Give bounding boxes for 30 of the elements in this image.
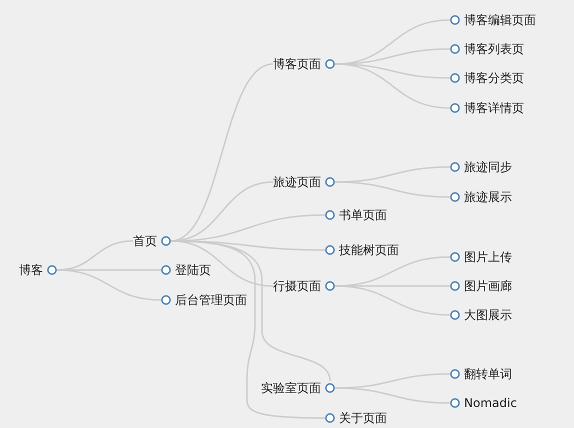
node-label: 技能树页面 — [339, 243, 399, 257]
connector-line — [334, 285, 450, 316]
connector-line — [334, 256, 450, 287]
node-label: 博客分类页 — [464, 71, 524, 85]
node-label: 博客 — [19, 263, 43, 277]
connector-line — [334, 387, 450, 404]
node-label: 旅迹同步 — [464, 160, 512, 174]
node-label: 旅迹展示 — [464, 190, 512, 204]
node-label: 行摄页面 — [273, 279, 321, 293]
connector-line — [334, 181, 450, 198]
node-label: 图片上传 — [464, 250, 512, 264]
connector-line — [334, 166, 450, 183]
node-label: 旅迹页面 — [273, 175, 321, 189]
connector-line — [56, 240, 134, 271]
node-label: 登陆页 — [175, 263, 211, 277]
node-label: Nomadic — [464, 396, 517, 410]
node-label: 博客详情页 — [464, 101, 524, 115]
node-label: 图片画廊 — [464, 279, 512, 293]
node-label: 博客编辑页面 — [464, 13, 536, 27]
node-label: 首页 — [133, 234, 157, 248]
node-label: 关于页面 — [339, 411, 387, 425]
node-label: 书单页面 — [339, 208, 387, 222]
node-label: 后台管理页面 — [175, 293, 247, 307]
node-label: 博客页面 — [273, 57, 321, 71]
connector-line — [56, 269, 162, 301]
node-label: 博客列表页 — [464, 42, 524, 56]
node-label: 实验室页面 — [261, 381, 321, 395]
node-label: 大图展示 — [464, 308, 512, 322]
node-label: 翻转单词 — [464, 367, 512, 381]
connector-line — [334, 373, 450, 389]
